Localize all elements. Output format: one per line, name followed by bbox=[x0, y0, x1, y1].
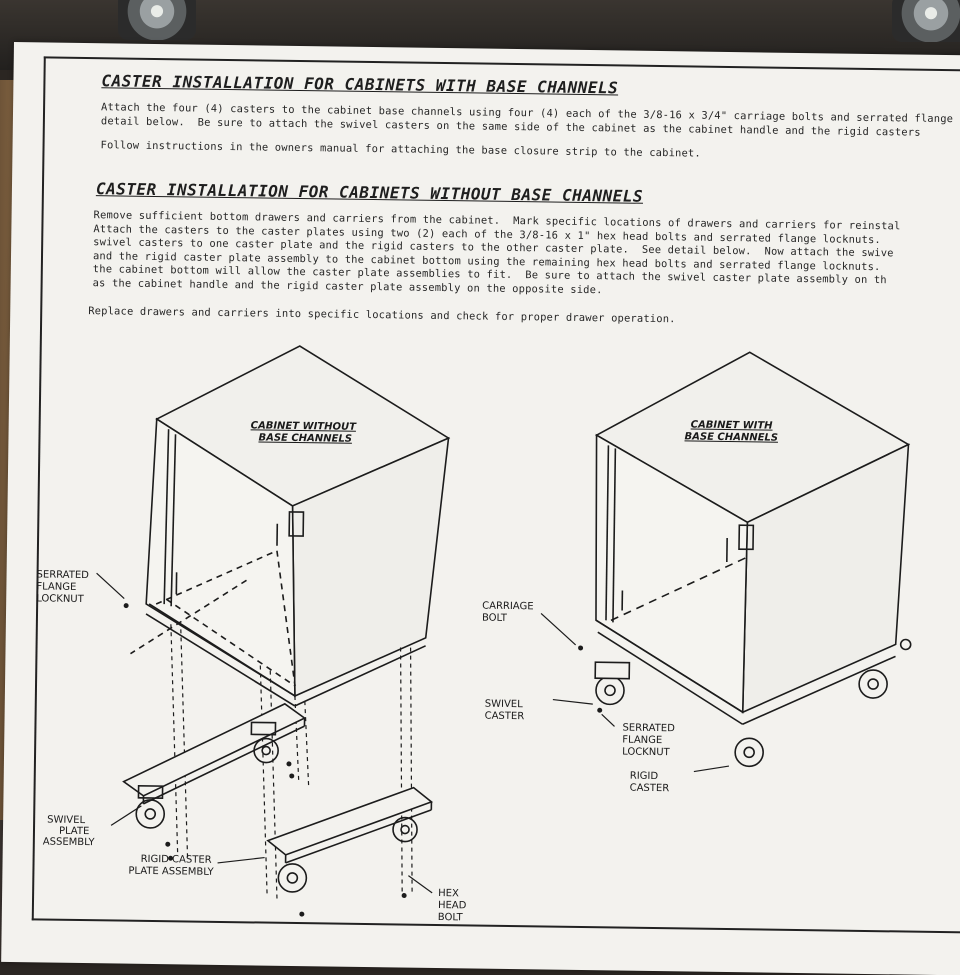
label-serrated-flange-locknut: FLANGE bbox=[36, 581, 76, 593]
label-swivel-plate-assembly: PLATE bbox=[59, 826, 89, 837]
label-hex-head-bolt: HEX bbox=[438, 888, 459, 899]
equipment-knob bbox=[892, 0, 960, 42]
label-cabinet-with-2: BASE CHANNELS bbox=[684, 431, 778, 443]
label-rigid-caster: RIGID bbox=[630, 771, 659, 782]
rigid-caster-plate-assembly bbox=[267, 786, 431, 894]
swivel-plate-assembly bbox=[123, 702, 305, 831]
label-hex-head-bolt: BOLT bbox=[438, 912, 464, 923]
label-swivel-caster: SWIVEL bbox=[485, 699, 523, 711]
label-cabinet-with-1: CABINET WITH bbox=[691, 419, 774, 431]
label-serrated-flange-locknut-right: LOCKNUT bbox=[622, 747, 671, 759]
label-carriage-bolt: CARRIAGE bbox=[482, 601, 534, 613]
label-swivel-caster: CASTER bbox=[485, 711, 525, 723]
cabinet-with-base-channels bbox=[592, 350, 915, 768]
label-swivel-plate-assembly: ASSEMBLY bbox=[43, 836, 96, 848]
label-serrated-flange-locknut-right: FLANGE bbox=[622, 735, 662, 747]
label-serrated-flange-locknut: LOCKNUT bbox=[36, 593, 85, 605]
label-serrated-flange-locknut-right: SERRATED bbox=[622, 723, 675, 735]
installation-diagram: CABINET WITHOUT BASE CHANNELS CABINET WI… bbox=[1, 42, 960, 975]
label-serrated-flange-locknut: SERRATED bbox=[36, 569, 89, 581]
cabinet-without-base-channels bbox=[130, 344, 450, 708]
label-hex-head-bolt: HEAD bbox=[438, 900, 467, 911]
equipment-knob bbox=[118, 0, 196, 40]
label-cabinet-without-1: CABINET WITHOUT bbox=[251, 420, 358, 432]
label-carriage-bolt: BOLT bbox=[482, 613, 508, 624]
instruction-sheet: CASTER INSTALLATION FOR CABINETS WITH BA… bbox=[1, 42, 960, 975]
label-swivel-plate-assembly: SWIVEL bbox=[47, 815, 85, 827]
label-rigid-caster-plate-assembly: PLATE ASSEMBLY bbox=[128, 866, 214, 878]
label-cabinet-without-2: BASE CHANNELS bbox=[258, 432, 352, 444]
label-rigid-caster-plate-assembly: RIGID CASTER bbox=[141, 854, 212, 866]
label-rigid-caster: CASTER bbox=[630, 783, 670, 795]
